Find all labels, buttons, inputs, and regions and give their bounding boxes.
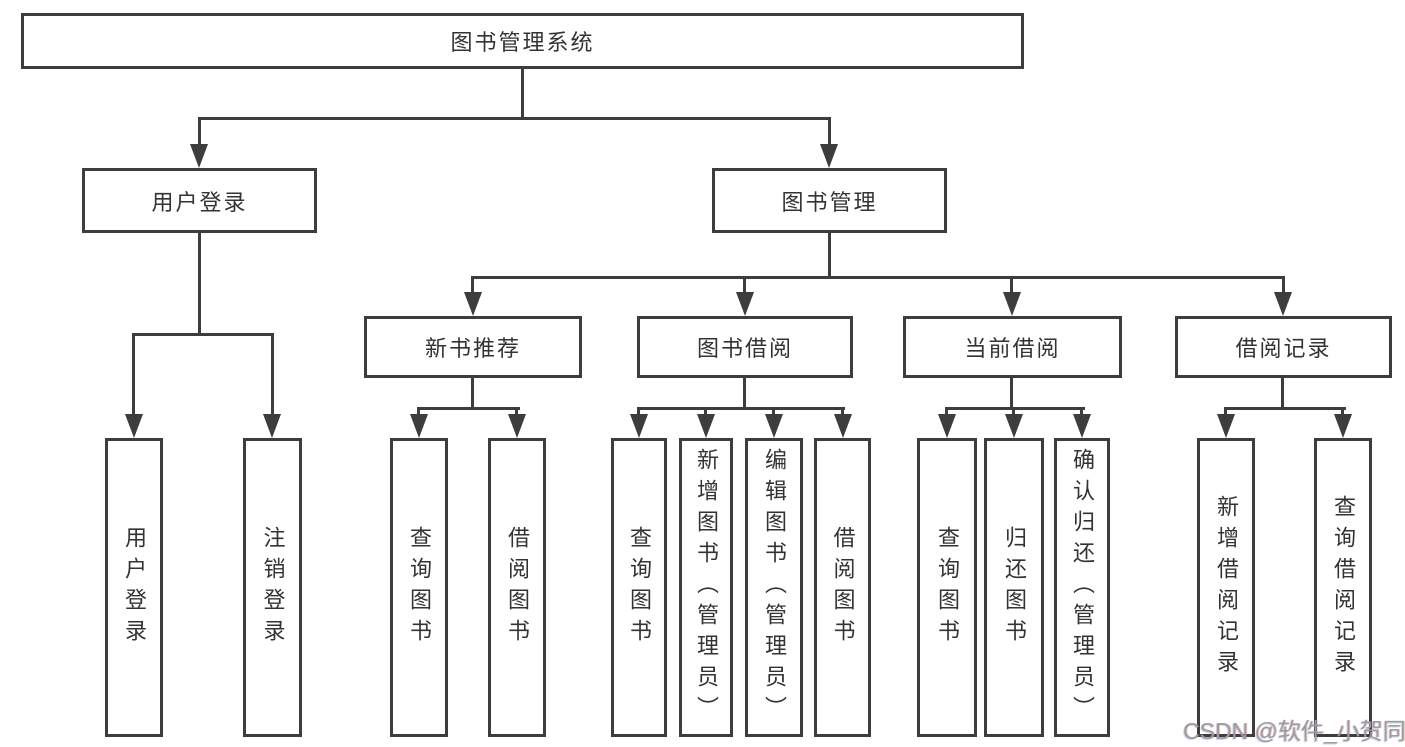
arrow-down-icon bbox=[736, 292, 754, 316]
leaf-add-borrow-record: 新增借阅记录 bbox=[1197, 438, 1255, 737]
arrow-down-icon bbox=[263, 414, 281, 438]
node-label: 用户登录 bbox=[122, 525, 147, 650]
connector-line bbox=[1012, 407, 1015, 416]
connector-line bbox=[637, 407, 640, 416]
node-user-login: 用户登录 bbox=[82, 168, 317, 233]
connector-line bbox=[132, 333, 274, 336]
arrow-down-icon bbox=[938, 414, 956, 438]
node-label: 新书推荐 bbox=[424, 336, 521, 361]
node-label: 查询图书 bbox=[627, 525, 652, 650]
connector-line bbox=[471, 378, 474, 407]
node-book-borrowing: 图书借阅 bbox=[637, 316, 853, 378]
arrow-down-icon bbox=[820, 144, 838, 168]
node-borrowing-records: 借阅记录 bbox=[1175, 316, 1392, 378]
connector-line bbox=[132, 333, 135, 415]
connector-line bbox=[828, 117, 831, 147]
arrow-down-icon bbox=[1334, 414, 1352, 438]
node-label: 借阅图书 bbox=[505, 525, 530, 650]
arrow-down-icon bbox=[834, 414, 852, 438]
leaf-user-login: 用户登录 bbox=[105, 438, 163, 737]
node-label: 借阅图书 bbox=[830, 525, 856, 650]
connector-line bbox=[471, 276, 474, 294]
node-current-borrowing: 当前借阅 bbox=[903, 316, 1122, 378]
connector-line bbox=[637, 407, 845, 410]
connector-line bbox=[1341, 407, 1344, 416]
leaf-edit-book-admin: 编辑图书（管理员） bbox=[745, 438, 803, 737]
arrow-down-icon bbox=[125, 414, 143, 438]
arrow-down-icon bbox=[1217, 414, 1235, 438]
leaf-return-books: 归还图书 bbox=[984, 438, 1044, 737]
arrow-down-icon bbox=[464, 292, 482, 316]
arrow-down-icon bbox=[508, 414, 526, 438]
connector-line bbox=[198, 233, 201, 333]
leaf-add-book-admin: 新增图书（管理员） bbox=[679, 438, 733, 737]
node-label: 借阅记录 bbox=[1235, 336, 1332, 361]
node-label: 查询图书 bbox=[935, 525, 960, 650]
connector-line bbox=[417, 407, 420, 416]
node-label: 编辑图书（管理员） bbox=[762, 448, 787, 727]
leaf-query-borrow-record: 查询借阅记录 bbox=[1314, 438, 1372, 737]
node-label: 图书管理系统 bbox=[450, 30, 595, 55]
arrow-down-icon bbox=[765, 414, 783, 438]
node-label: 确认归还（管理员） bbox=[1070, 448, 1095, 727]
connector-line bbox=[198, 117, 831, 120]
connector-line bbox=[271, 333, 274, 415]
connector-line bbox=[945, 407, 948, 416]
leaf-query-books-recommend: 查询图书 bbox=[390, 438, 448, 737]
node-label: 新增图书（管理员） bbox=[694, 448, 719, 727]
node-label: 查询图书 bbox=[407, 525, 432, 650]
leaf-query-books-current: 查询图书 bbox=[917, 438, 977, 737]
leaf-logout-login: 注销登录 bbox=[243, 438, 302, 737]
arrow-down-icon bbox=[1274, 292, 1292, 316]
connector-line bbox=[743, 276, 746, 294]
arrow-down-icon bbox=[1003, 292, 1021, 316]
connector-line bbox=[471, 276, 1285, 279]
leaf-borrow-books: 借阅图书 bbox=[814, 438, 871, 737]
node-label: 归还图书 bbox=[1002, 525, 1027, 650]
node-label: 图书管理 bbox=[781, 189, 878, 215]
node-new-book-recommendation: 新书推荐 bbox=[364, 316, 582, 378]
node-library-management-system: 图书管理系统 bbox=[21, 13, 1024, 69]
connector-line bbox=[1224, 407, 1346, 410]
connector-line bbox=[841, 407, 844, 416]
node-label: 当前借阅 bbox=[964, 336, 1061, 361]
connector-line bbox=[417, 407, 520, 410]
connector-line bbox=[515, 407, 518, 416]
arrow-down-icon bbox=[1073, 414, 1091, 438]
connector-line bbox=[198, 117, 201, 147]
leaf-query-books-borrowing: 查询图书 bbox=[611, 438, 667, 737]
leaf-borrow-books-recommend: 借阅图书 bbox=[488, 438, 546, 737]
connector-line bbox=[1282, 276, 1285, 294]
connector-line bbox=[1010, 276, 1013, 294]
node-label: 注销登录 bbox=[260, 525, 286, 650]
connector-line bbox=[828, 232, 831, 276]
connector-line bbox=[945, 407, 1085, 410]
leaf-confirm-return-admin: 确认归还（管理员） bbox=[1054, 438, 1110, 737]
connector-line bbox=[1080, 407, 1083, 416]
node-label: 新增借阅记录 bbox=[1214, 494, 1239, 681]
csdn-watermark: CSDN @软件_小贺同学 bbox=[1183, 718, 1405, 744]
connector-line bbox=[704, 407, 707, 416]
connector-line bbox=[1224, 407, 1227, 416]
arrow-down-icon bbox=[410, 414, 428, 438]
node-book-management: 图书管理 bbox=[712, 168, 947, 233]
arrow-down-icon bbox=[697, 414, 715, 438]
connector-line bbox=[1010, 378, 1013, 407]
node-label: 查询借阅记录 bbox=[1331, 494, 1356, 681]
node-label: 用户登录 bbox=[151, 189, 248, 215]
connector-line bbox=[1281, 378, 1284, 407]
arrow-down-icon bbox=[630, 414, 648, 438]
node-label: 图书借阅 bbox=[696, 336, 793, 361]
connector-line bbox=[743, 378, 746, 407]
connector-line bbox=[521, 69, 524, 117]
arrow-down-icon bbox=[190, 144, 208, 168]
arrow-down-icon bbox=[1005, 414, 1023, 438]
connector-line bbox=[772, 407, 775, 416]
